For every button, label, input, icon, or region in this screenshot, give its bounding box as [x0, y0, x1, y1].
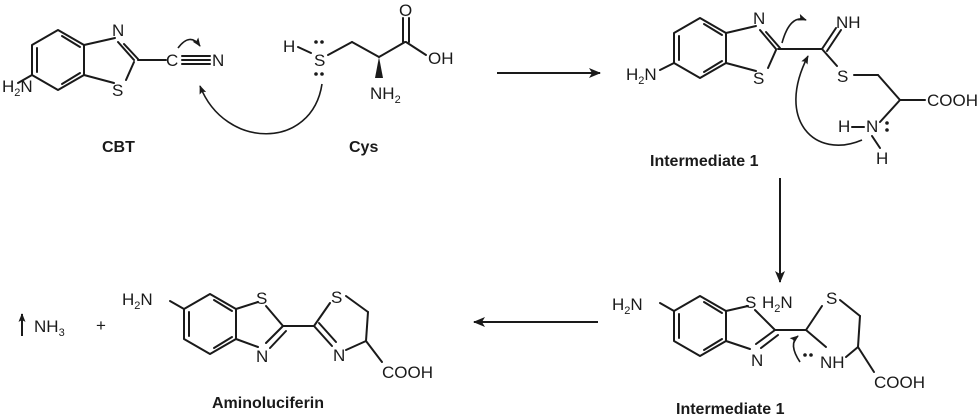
int1-top-h2n-group: H2N: [626, 65, 657, 87]
int1-top-s-atom: S: [837, 67, 848, 86]
int1-bottom-thiazolidine-s: S: [826, 289, 837, 308]
aminoluciferin-thiazoline-n: N: [333, 346, 345, 365]
cbt-h2n-group: H2N: [2, 77, 33, 99]
int1-top-ring-n: N: [753, 9, 765, 28]
aminoluciferin-cooh: COOH: [382, 363, 433, 382]
intermediate-1-top: N S NH S COOH H2N H N H Intermediate 1: [626, 9, 978, 170]
aminoluciferin-molecule: S N S N COOH H2N Aminoluciferin: [122, 288, 433, 412]
cbt-molecule: N S C N H2N CBT: [2, 21, 224, 156]
cys-s-atom: S: [314, 51, 325, 70]
cbt-nitrile-n-atom: N: [212, 51, 224, 70]
nh3-formula: NH3: [34, 317, 65, 339]
cbt-c-atom: C: [166, 51, 178, 70]
aminoluciferin-label: Aminoluciferin: [212, 395, 324, 412]
int1-bottom-ring-n: N: [751, 351, 763, 370]
int1-bottom-nh: NH: [820, 353, 845, 372]
cbt-s-atom: S: [112, 81, 123, 100]
aminoluciferin-h2n-group: H2N: [122, 290, 153, 312]
intermediate-1-bottom-label: Intermediate 1: [676, 401, 785, 418]
aminoluciferin-ring-n: N: [256, 347, 268, 366]
aminoluciferin-thiazoline-s: S: [331, 288, 342, 307]
cys-oh-group: OH: [428, 49, 454, 68]
int1-top-ring-s: S: [753, 69, 764, 88]
intermediate-1-top-label: Intermediate 1: [650, 153, 759, 170]
int1-bottom-h2n-group: H2N: [612, 295, 643, 317]
int1-bottom-cooh: COOH: [874, 373, 925, 392]
int1-top-cooh: COOH: [927, 91, 978, 110]
cys-o-atom: O: [399, 1, 412, 20]
ammonia-byproduct: NH3 +: [18, 313, 106, 339]
cys-molecule: H S O OH NH2 Cys: [199, 1, 454, 156]
int1-top-imine-nh: NH: [836, 13, 861, 32]
cys-nh2-group: NH2: [370, 84, 401, 106]
int1-bottom-ring-s: S: [745, 293, 756, 312]
aminoluciferin-ring-s: S: [256, 289, 267, 308]
cbt-label: CBT: [102, 139, 135, 156]
int1-bottom-h2n-amine: H2N: [762, 293, 793, 315]
plus-sign: +: [96, 316, 106, 335]
cbt-n-atom: N: [112, 21, 124, 40]
intermediate-1-bottom: S H2N N S NH COOH H2N Intermediate 1: [612, 289, 925, 418]
cys-label: Cys: [349, 139, 378, 156]
int1-top-h-atom-1: H: [838, 117, 850, 136]
int1-top-n-atom: N: [866, 117, 878, 136]
cys-h-atom: H: [283, 37, 295, 56]
int1-top-h-atom-2: H: [876, 149, 888, 168]
